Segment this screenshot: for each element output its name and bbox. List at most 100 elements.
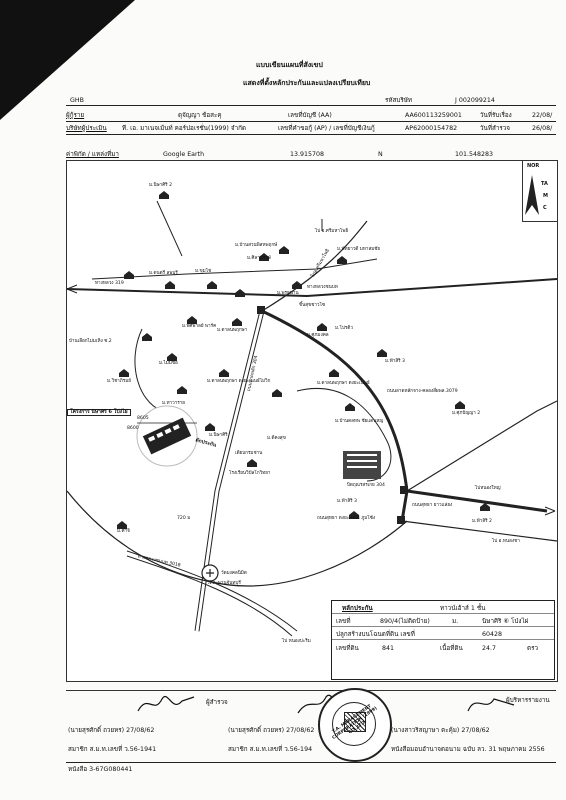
map-label: ม.ศุภปัญญา 2: [452, 411, 481, 416]
recv-value: 22/08/: [532, 112, 553, 119]
deed-value: 60428: [482, 631, 503, 638]
area-label: เนื้อที่ดิน: [440, 645, 463, 652]
s2-member: สมาชิก ส.ม.ท.เลขที่ ว.56-194: [228, 746, 313, 753]
map-label: ม.ทาวาราย: [162, 401, 185, 406]
house-icon: [165, 281, 175, 289]
ap-label: เลขที่คำขอกู้ (AP) / เลขที่บัญชีเงินกู้: [278, 125, 375, 132]
map-label: เดียบกรมชาน: [235, 451, 263, 456]
map-label: ไป อ.ศรีมหาโพธิ: [315, 229, 349, 234]
ref-label: รหัสบริษัท: [385, 97, 413, 104]
signature-1: [137, 696, 195, 712]
house-icon: [124, 271, 134, 279]
house-icon: [279, 246, 289, 254]
doc-title: แบบเขียนแผนที่สังเขป: [256, 61, 323, 69]
map-label: ม.โปรดิว: [335, 326, 353, 331]
map-label: ม.ฟ้าสิริ 3: [385, 359, 405, 364]
s3-name: (นางสาวริสญาษา ตะคุ้ม) 27/08/62: [391, 727, 490, 734]
rule: [66, 134, 556, 135]
subject-project-label: โครงการ นิษาศิริ 6 โป่งไผ่: [67, 409, 131, 416]
house-icon: [272, 389, 282, 397]
north-text: C: [543, 205, 547, 211]
map-label: ม.ศุภมงคล: [307, 333, 329, 338]
map-label: ม.วิชาภิรมย์: [107, 379, 131, 384]
map-label: ม.ศิลาหรรษ์: [247, 256, 271, 261]
map-label: ทางหลวงชนบท: [307, 285, 338, 290]
map-label: ขึ้นสุขชาวโซ: [299, 303, 326, 308]
house-icon: [207, 281, 217, 289]
ap-value: AP62000154782: [405, 125, 458, 132]
map-label: ม.ขุมโช: [195, 269, 212, 274]
north-indicator: NOR TA M C: [522, 161, 557, 222]
house-no-label: เลขที่: [336, 618, 351, 625]
latitude: 13.915708: [290, 151, 325, 158]
borrower-label: ผู้กู้ราย: [66, 112, 85, 119]
map-label: ม.พัทยาวดี มหาสมชัย: [337, 247, 381, 252]
north-text: NOR: [527, 163, 540, 169]
map-label: ทางหลวง 319: [95, 281, 124, 286]
s1-member: สมาชิก ส.ม.ท.เลขที่ ว.56-1941: [68, 746, 157, 753]
signature-area: ผู้สำรวจ ผู้บริหารรายงาน (นายสุรศักดิ์ ถ…: [66, 690, 556, 757]
map-label: ม.บ้านสวนพิสหพฤกษ์: [235, 243, 278, 248]
rule: [66, 762, 556, 763]
map-label: ม.ดาลนพฤกษา ดงยะเนนธ์: [317, 381, 370, 386]
map-label: 720 ม: [177, 516, 191, 521]
s1-name: (นายสุรศักดิ์ ถวยหร) 27/08/62: [68, 727, 155, 734]
map-label: บ้านเลือกไม่มเหิง ซ.2: [69, 339, 112, 344]
bank-code: GHB: [70, 97, 84, 104]
land-value: 841: [382, 645, 395, 652]
house-icon: [187, 316, 197, 324]
rule: [332, 639, 554, 640]
house-icon: [337, 256, 347, 264]
map-label: โรงเรียนวิปัลโกวิทยา: [229, 471, 271, 476]
coord-source: Google Earth: [163, 151, 205, 158]
borrower-value: ดุจัญญา ช้อสะคุ: [178, 112, 222, 119]
project-name: นิษาศิริ ⑥ โป่งไผ่: [482, 618, 529, 625]
lat-direction: N: [378, 151, 383, 158]
manager-label: ผู้บริหารรายงาน: [506, 697, 550, 704]
s3-member: หนังสือมอบอำนาจตอนาม ฉบับ ลว. 31 พฤษภาคม…: [391, 746, 545, 753]
house-icon: [349, 511, 359, 519]
map-label: บิดถุณรสรเกย 304: [347, 483, 385, 488]
coord-label: ค่าพิกัด / แหล่งที่มา: [66, 151, 119, 158]
house-icon: [455, 401, 465, 409]
seal-emblem-icon: [344, 712, 366, 732]
s2-name: (นายสุรศักดิ์ ถวยหร) 27/08/62: [228, 727, 315, 734]
house-icon: [232, 318, 242, 326]
house-icon: [259, 253, 269, 261]
map-label: ไปหนองใหญ่: [475, 486, 501, 491]
longitude: 101.548283: [455, 151, 494, 158]
house-icon: [235, 289, 245, 297]
map-label: 8605: [137, 416, 149, 421]
house-icon: [205, 423, 215, 431]
house-icon: [292, 281, 302, 289]
company-seal: T.A. MANAGEMENT CORPORATION (1999) CO.,L…: [318, 688, 392, 762]
map-label: ม.ฟ้าสิริ 3: [337, 499, 357, 504]
rule: [66, 121, 556, 122]
house-icon: [219, 369, 229, 377]
house-icon: [345, 403, 355, 411]
company-label: บริษัทผู้ประเมิน: [66, 125, 107, 132]
house-no-value: 890/4(ไม่ติดป้าย): [380, 618, 430, 625]
recv-label: วันที่รับเรื่อง: [480, 112, 512, 119]
house-icon: [117, 521, 127, 529]
map-label: 8600: [127, 426, 139, 431]
house-icon: [247, 459, 257, 467]
map-label: ถนนสุทธา ยาวแล่ยง: [412, 503, 453, 508]
map-label: ไป อ.หนองชา: [492, 539, 520, 544]
map-label: ม.นิษาศิริ: [209, 433, 228, 438]
map-label: ม.ดาลนพฤกษา ดงยะเนนธ์ไม่วิก: [207, 379, 271, 384]
location-map: ม.นิษาศิริ 2 ไป อ.ศรีมหาโพธิ ม.บ้านสวนพิ…: [66, 160, 558, 682]
map-label: ม.ดีคงสุข: [267, 436, 286, 441]
survey-label: วันที่สำรวจ: [480, 125, 510, 132]
house-icon: [142, 333, 152, 341]
map-label: ม.ไม่มีชื่อ: [159, 361, 178, 366]
land-label: เลขที่ดิน: [336, 645, 359, 652]
property-box: หลักประกัน ทาวน์เฮ้าส์ 1 ชั้น เลขที่ 890…: [331, 600, 555, 680]
seal-inner-ring: [332, 702, 376, 746]
surveyor-label: ผู้สำรวจ: [206, 699, 228, 706]
map-roads: [67, 200, 557, 637]
property-title: หลักประกัน: [342, 605, 373, 612]
doc-value: AA600113259001: [405, 112, 462, 119]
map-label: ถนนสุทธา ดงยะเนนธ์ ภูมโซ้ง: [317, 516, 376, 521]
